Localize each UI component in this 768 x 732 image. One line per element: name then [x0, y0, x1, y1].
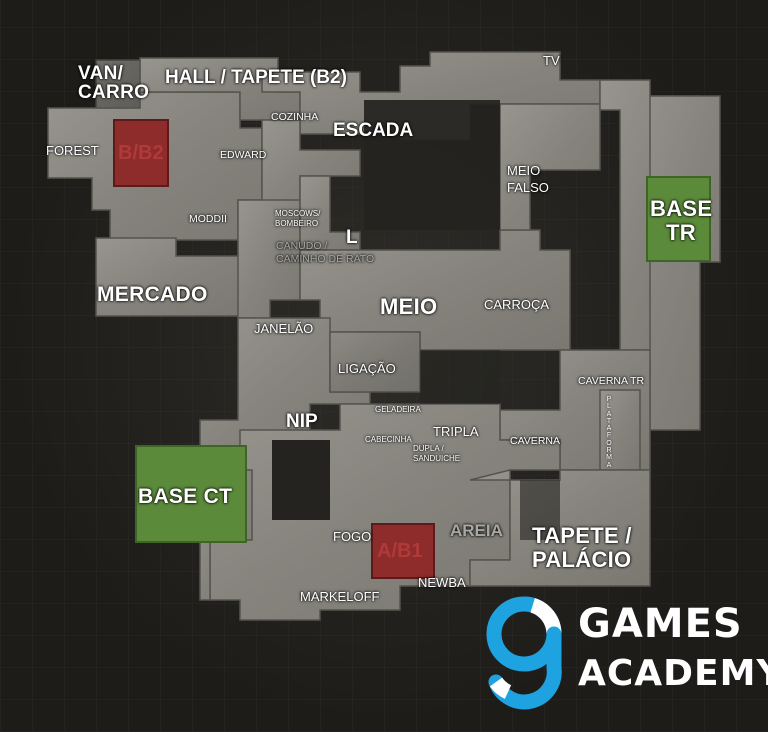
- logo-g-mark-icon: [486, 596, 562, 710]
- callout-markeloff: MARKELOFF: [300, 589, 380, 604]
- callout-carroca: CARROÇA: [484, 297, 550, 312]
- games-academy-logo: GAMES ACADEMY: [480, 596, 768, 716]
- callout-hall-tapete: HALL / TAPETE (B2): [165, 67, 347, 88]
- callout-tapete-palacio: TAPETE / PALÁCIO: [532, 523, 632, 573]
- callout-cozinha: COZINHA: [271, 111, 319, 123]
- callout-bomb-a: A/B1: [377, 540, 423, 562]
- callout-base-ct: BASE CT: [138, 485, 233, 508]
- callout-moddii: MODDII: [189, 213, 227, 225]
- bombsite-b-zone: [113, 119, 169, 187]
- callout-canudo: CANUDO / CAMINHO DE RATO: [276, 240, 375, 266]
- map-walls: [272, 100, 560, 540]
- callout-bomb-b: B/B2: [118, 142, 164, 164]
- callout-base-tr: BASE TR: [650, 196, 713, 246]
- callout-forest: FOREST: [46, 143, 99, 158]
- callout-plataforma-text: PLATAFORMA: [606, 396, 612, 469]
- callout-ligacao: LIGAÇÃO: [338, 361, 396, 376]
- logo-line2: ACADEMY: [578, 653, 768, 694]
- callout-van-carro: VAN/ CARRO: [78, 63, 150, 103]
- callout-tripla: TRIPLA: [433, 424, 479, 439]
- callout-fogo: FOGO: [333, 529, 372, 544]
- callout-dupla: DUPLA / SANDUICHE: [413, 444, 461, 463]
- callout-plataforma: PLATAFORMA: [605, 396, 613, 469]
- callout-cabecinha: CABECINHA: [365, 435, 412, 444]
- callout-caverna-tr: CAVERNA TR: [578, 375, 645, 387]
- callout-l: L: [346, 227, 358, 248]
- callout-meio-falso: MEIO FALSO: [507, 163, 549, 195]
- callout-edward: EDWARD: [220, 149, 267, 161]
- callout-newba: NEWBA: [418, 575, 466, 590]
- callout-escada: ESCADA: [333, 120, 414, 141]
- callout-meio: MEIO: [380, 294, 438, 319]
- base-tr-spawn-zone: [646, 176, 711, 262]
- callout-nip: NIP: [286, 411, 318, 432]
- base-ct-spawn-pad: [135, 445, 247, 543]
- callout-caverna: CAVERNA: [510, 435, 560, 447]
- bombsite-a-zone: [371, 523, 435, 579]
- callout-areia: AREIA: [450, 521, 503, 540]
- callout-tv: TV: [543, 53, 560, 68]
- callout-geladeira: GELADEIRA: [375, 405, 421, 414]
- callout-mercado: MERCADO: [97, 283, 208, 306]
- callout-janelao: JANELÃO: [254, 321, 314, 336]
- callout-moscows: MOSCOWS/ BOMBEIRO: [275, 209, 321, 228]
- logo-line1: GAMES: [578, 601, 743, 647]
